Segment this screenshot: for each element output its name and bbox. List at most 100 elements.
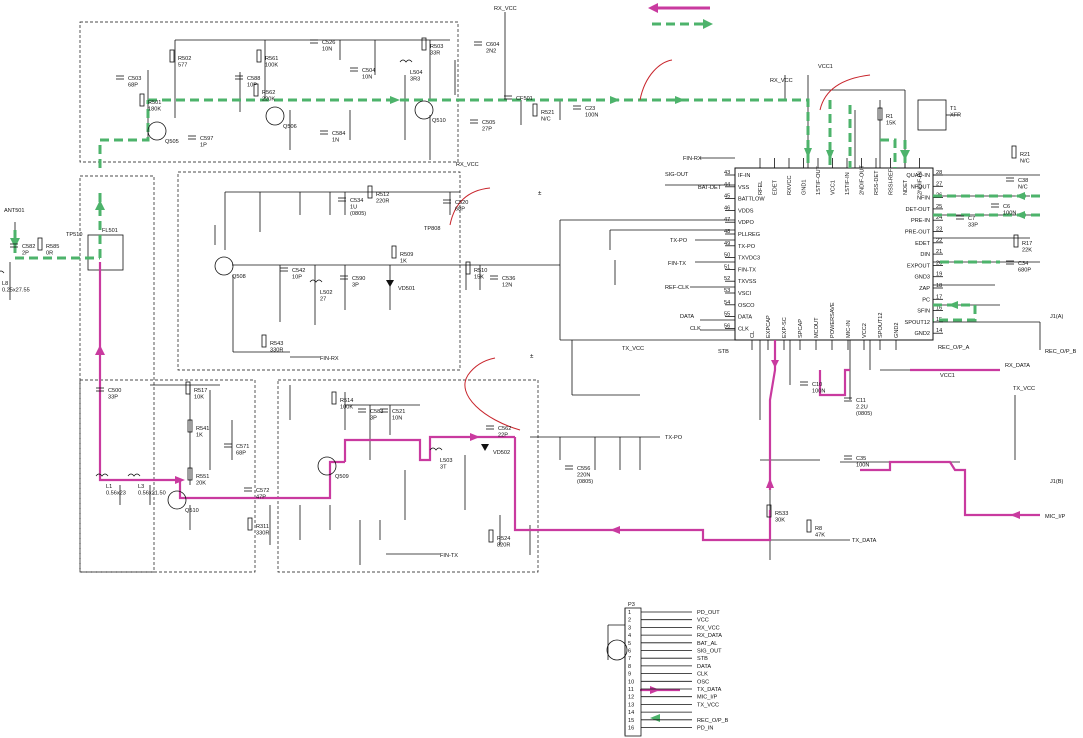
ic-pin-number: 48 [724,229,730,235]
transistor-symbol [414,100,434,120]
capacitor-symbol [116,75,124,80]
ic-pin-label: TXVSS [738,279,757,285]
connector-pin-number: 13 [628,702,634,708]
connector-pin-label: STB [697,656,708,662]
ic-pin-number: 52 [724,276,730,282]
resistor-symbol [37,237,43,251]
capacitor-symbol [358,408,366,413]
svg-text:±: ± [538,190,542,197]
net-rx-vcc-top: RX_VCC [494,6,517,12]
resistor-symbol [253,83,259,97]
ic-pin-label: DET-OUT [905,207,930,213]
capacitor-symbol [474,41,482,46]
net-vcc1-right: VCC1 [940,373,955,379]
part-tp808: TP808 [424,226,440,232]
ic-pin-label: RXVCC [787,175,793,195]
ic-pin-label: SPOUT12 [878,313,884,339]
net-ref-clk: REF-CLK [665,285,689,291]
capacitor-symbol [443,199,451,204]
net-tx-vcc-mid: TX_VCC [622,346,644,352]
connector-pin-label: PD_IN [697,726,713,732]
inductor-symbol [0,270,5,274]
resistor-symbol [256,49,262,63]
part-cf501: CF501 [516,96,533,102]
capacitor-symbol [573,105,581,110]
connector-pin-number: 5 [628,641,631,647]
net-bat-det: BAT-DET [698,185,722,191]
connector-pin-label: CLK [697,672,708,678]
ic-pin-number: 25 [936,204,942,210]
net-mic-ip: MIC_I/P [1045,514,1065,520]
capacitor-symbol [188,135,196,140]
connector-pin-number: 10 [628,679,634,685]
ic-pin-label: GND2 [914,331,930,337]
ic-pin-label: GND3 [914,275,930,281]
ic-pin-label: MIC-IN [846,320,852,338]
resistor-symbol [806,519,812,533]
resistor-symbol [1011,145,1017,159]
ic-pin-label: OSCO [738,303,755,309]
ic-pin-number: 23 [936,227,942,233]
ic-pin-number: 21 [936,249,942,255]
ic-pin-label: VDDS [738,208,754,214]
ic-pin-number: 46 [724,205,730,211]
resistor-symbol [247,517,253,531]
inductor-symbol [95,473,109,477]
ic-pin-label: EXP-SC [782,317,788,338]
tx-signal-path [98,262,1040,542]
capacitor-symbol [350,67,358,72]
varactor-symbol [481,444,489,451]
capacitor-symbol [504,95,512,100]
ic-pin-label: GND2 [894,322,900,338]
antenna-label: ANT501 [4,208,25,214]
ic-pin-number: 19 [936,272,942,278]
part-q508: Q508 [232,274,246,280]
resistor-symbol [367,185,373,199]
ic-pin-number: 16 [936,306,942,312]
connector-pin-label: REC_O/P_B [697,718,729,724]
net-tx-vcc-right: TX_VCC [1013,386,1035,392]
ic-pin-label: 2NDIF-OUT [860,165,866,195]
connector-pin-number: 16 [628,726,634,732]
inductor-symbol [127,473,141,477]
connector-pin-label: SIG_OUT [697,649,722,655]
connector-pin-number: 14 [628,710,634,716]
net-sig-out: SIG-OUT [665,172,689,178]
connector-pin-label: VCC [697,618,709,624]
connector-pin-label: DATA [697,664,711,670]
capacitor-symbol [844,455,852,460]
ic-pin-label: EDET [773,179,779,195]
ic-pin-label: QUAD-IN [906,173,930,179]
